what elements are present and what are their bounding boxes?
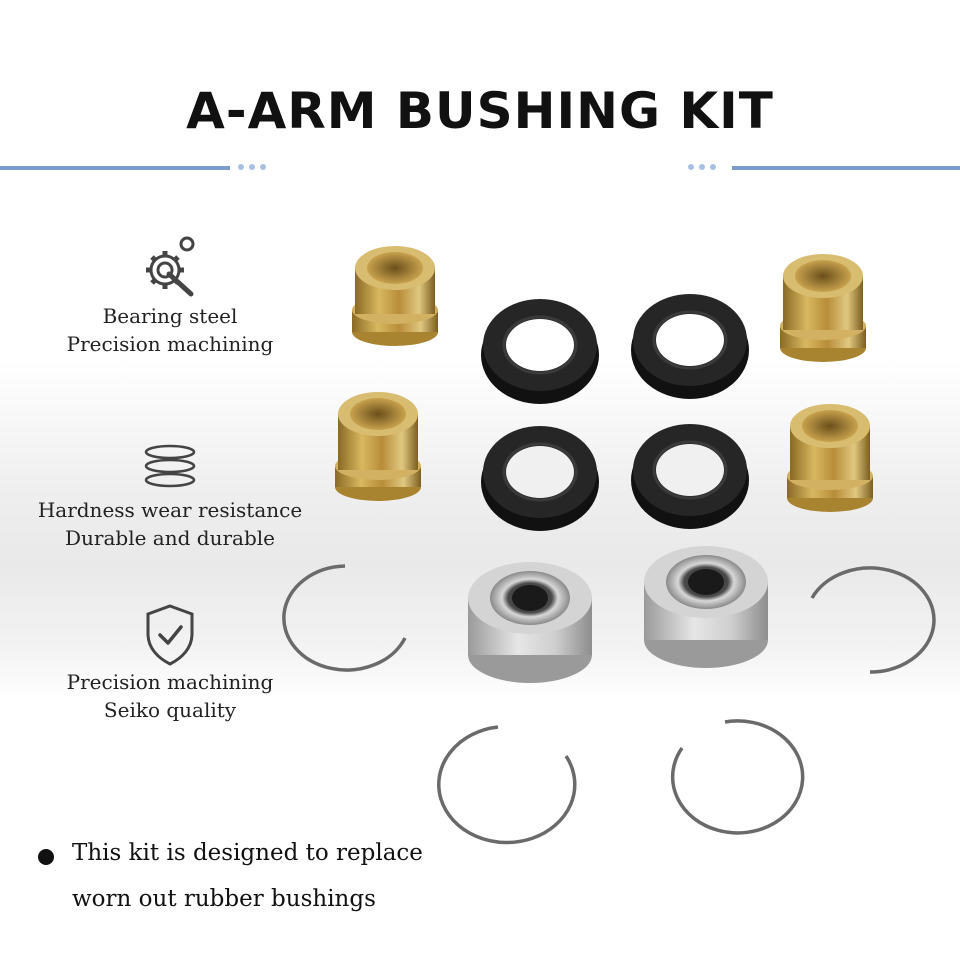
bushing [352, 246, 438, 346]
header-rule-right [732, 166, 960, 170]
gear-wrench-icon [146, 236, 195, 297]
feature-line: Bearing steel [102, 304, 238, 328]
spherical-bearing [644, 546, 768, 668]
oil-seal [481, 299, 599, 404]
bushing [787, 404, 873, 512]
header-dots-left [238, 164, 266, 170]
oil-seal [631, 294, 749, 399]
feature-seiko-quality: Precision machining Seiko quality [20, 602, 320, 724]
snap-ring [810, 566, 936, 674]
feature-line: Precision machining [66, 670, 274, 694]
feature-line: Hardness wear resistance [37, 498, 303, 522]
feature-line: Durable and durable [65, 526, 275, 550]
feature-hardness: Hardness wear resistance Durable and dur… [20, 440, 320, 552]
oil-seal [481, 426, 599, 531]
note-line-2: worn out rubber bushings [72, 886, 376, 912]
header-rule-left [0, 166, 230, 170]
feature-bearing-steel: Bearing steel Precision machining [20, 232, 320, 358]
bushing [335, 392, 421, 501]
bullet-dot [38, 849, 54, 865]
page-title: A-ARM BUSHING KIT [186, 82, 774, 140]
feature-line: Precision machining [66, 332, 274, 356]
oil-seal [631, 424, 749, 529]
note-line-1: This kit is designed to replace [72, 840, 423, 866]
header-dots-right [688, 164, 716, 170]
snap-ring [437, 725, 577, 845]
bushing [780, 254, 866, 362]
snap-ring [670, 719, 805, 835]
shield-check-icon [146, 604, 194, 666]
spherical-bearing [468, 562, 592, 683]
snap-ring [282, 564, 407, 672]
rings-icon [144, 444, 196, 488]
feature-line: Seiko quality [103, 698, 237, 722]
